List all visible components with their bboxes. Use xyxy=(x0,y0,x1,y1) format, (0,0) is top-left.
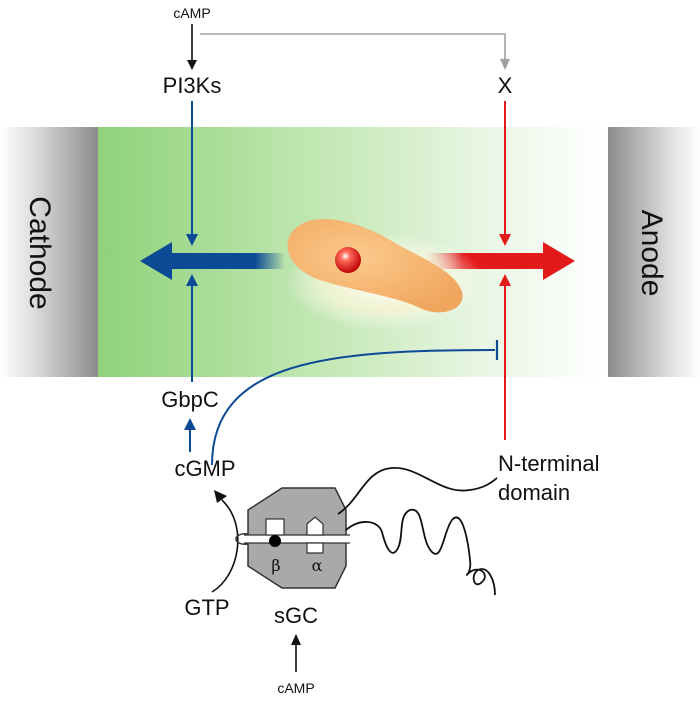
cathode-label: Cathode xyxy=(23,196,56,309)
alpha-label: α xyxy=(312,556,323,575)
cgmp-to-gbpc-arrow xyxy=(184,418,196,452)
gbpc-label: GbpC xyxy=(161,387,219,412)
camp-to-x-connector xyxy=(200,33,510,70)
pi3ks-pathway xyxy=(186,101,198,246)
pi3ks-label: PI3Ks xyxy=(163,73,222,98)
camp-top-label: cAMP xyxy=(173,5,210,21)
gtp-to-cgmp-arrow xyxy=(211,490,239,593)
sgc-enzyme xyxy=(235,487,350,589)
migrating-cell xyxy=(285,219,485,330)
heme-dot xyxy=(269,535,281,547)
cathode-electrode xyxy=(0,127,98,377)
n-terminal-label-line1: N-terminal xyxy=(498,451,599,476)
cgmp-label: cGMP xyxy=(174,456,235,481)
cathode-migration-arrow xyxy=(140,242,285,280)
camp-bottom-label: cAMP xyxy=(277,680,314,696)
n-terminal-chain xyxy=(337,467,498,596)
sgc-label: sGC xyxy=(274,603,318,628)
n-terminal-pathway xyxy=(499,274,511,440)
nucleus xyxy=(335,247,361,273)
x-pathway xyxy=(499,101,511,246)
x-label: X xyxy=(498,73,513,98)
gtp-label: GTP xyxy=(184,595,229,620)
beta-label: β xyxy=(271,556,280,575)
anode-label: Anode xyxy=(635,210,668,297)
cgmp-inhibition-curve xyxy=(211,340,499,466)
gbpc-pathway xyxy=(186,274,198,382)
camp-to-sgc-arrow xyxy=(291,634,301,672)
anode-electrode xyxy=(608,127,700,377)
n-terminal-label-line2: domain xyxy=(498,480,570,505)
